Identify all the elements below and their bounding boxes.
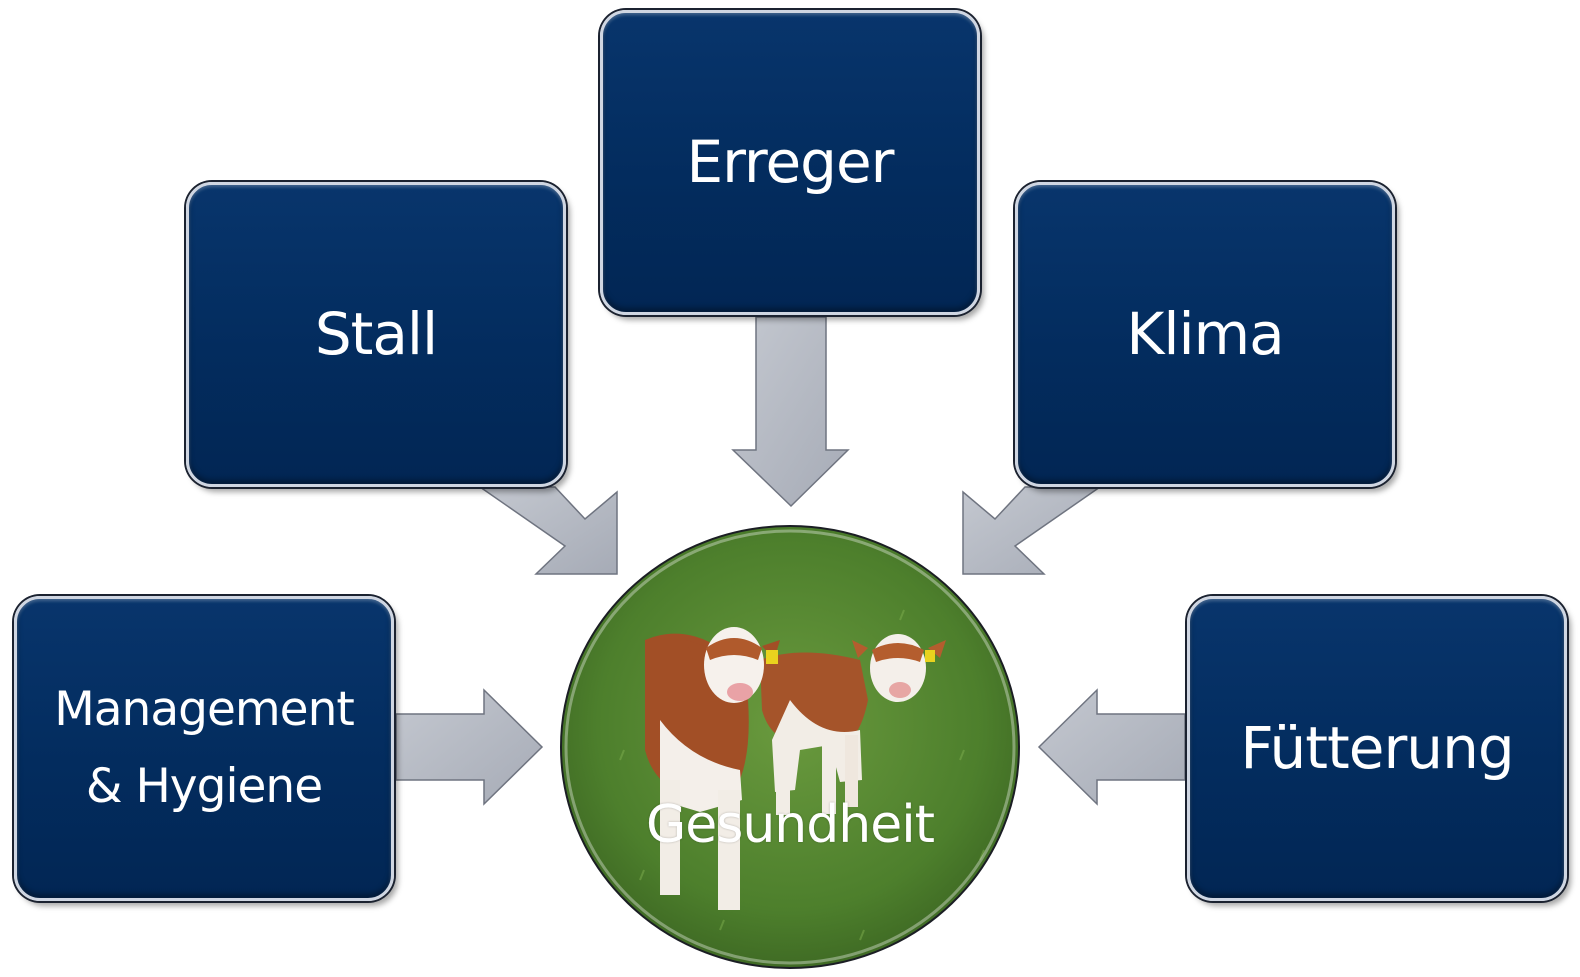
factor-box-erreger: Erreger [600,10,980,315]
factor-label-management: Management & Hygiene [54,682,355,814]
factor-label-klima: Klima [1126,299,1284,368]
arrow-klima [962,486,1103,575]
factor-label-erreger: Erreger [686,127,894,196]
arrow-fuetterung [1037,688,1186,806]
factor-label-fuetterung: Fütterung [1240,713,1514,782]
center-circle [560,525,1020,969]
arrow-erreger [731,316,850,508]
calf-right [760,634,946,815]
calves-on-pasture-image [599,589,985,941]
arrow-stall [477,486,618,575]
factor-box-klima: Klima [1015,182,1395,487]
center-label-gesundheit: Gesundheit [645,795,935,855]
arrow-management [395,688,544,806]
calf-left [645,627,780,910]
factor-box-fuetterung: Fütterung [1187,596,1567,901]
factor-box-stall: Stall [186,182,566,487]
factor-label-stall: Stall [314,299,438,368]
factor-box-management: Management & Hygiene [14,596,394,901]
